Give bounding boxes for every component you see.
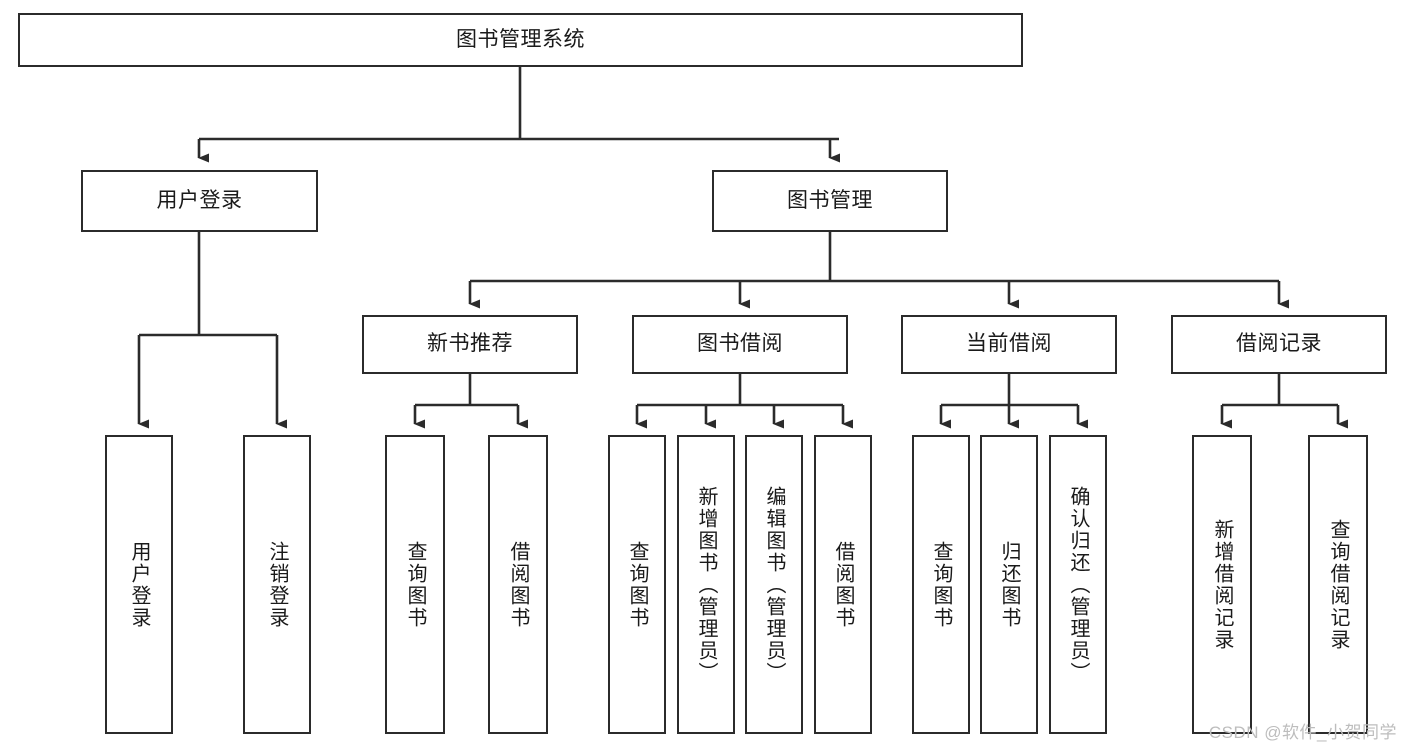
node-user-login[interactable]: 用户登录	[81, 170, 318, 232]
node-book-borrow[interactable]: 图书借阅	[632, 315, 848, 374]
node-label: 查询图书	[404, 540, 426, 629]
node-label: 查询图书	[626, 540, 648, 629]
leaf-user-login-logout[interactable]: 注销登录	[243, 435, 311, 734]
leaf-borrow-record-add[interactable]: 新增借阅记录	[1192, 435, 1252, 734]
node-label: 新增借阅记录	[1211, 518, 1233, 651]
node-book-management[interactable]: 图书管理	[712, 170, 948, 232]
leaf-current-borrow-query[interactable]: 查询图书	[912, 435, 970, 734]
leaf-user-login-login[interactable]: 用户登录	[105, 435, 173, 734]
leaf-new-book-query[interactable]: 查询图书	[385, 435, 445, 734]
leaf-book-borrow-query[interactable]: 查询图书	[608, 435, 666, 734]
node-borrow-record[interactable]: 借阅记录	[1171, 315, 1387, 374]
node-root-system[interactable]: 图书管理系统	[18, 13, 1023, 67]
node-label: 编辑图书（管理员）	[763, 485, 785, 684]
node-label: 当前借阅	[966, 332, 1052, 356]
leaf-book-borrow-edit[interactable]: 编辑图书（管理员）	[745, 435, 803, 734]
leaf-borrow-record-query[interactable]: 查询借阅记录	[1308, 435, 1368, 734]
node-label: 查询借阅记录	[1327, 518, 1349, 651]
node-label: 查询图书	[930, 540, 952, 629]
node-current-borrow[interactable]: 当前借阅	[901, 315, 1117, 374]
leaf-current-borrow-return[interactable]: 归还图书	[980, 435, 1038, 734]
leaf-book-borrow-add[interactable]: 新增图书（管理员）	[677, 435, 735, 734]
node-new-book-recommend[interactable]: 新书推荐	[362, 315, 578, 374]
node-label: 用户登录	[156, 188, 243, 212]
leaf-book-borrow-borrow[interactable]: 借阅图书	[814, 435, 872, 734]
node-label: 借阅图书	[832, 540, 854, 629]
leaf-new-book-borrow[interactable]: 借阅图书	[488, 435, 548, 734]
node-label: 借阅记录	[1236, 332, 1322, 356]
node-label: 图书管理系统	[456, 27, 585, 51]
node-label: 图书借阅	[697, 332, 783, 356]
node-label: 借阅图书	[507, 540, 529, 629]
node-label: 新书推荐	[427, 332, 513, 356]
node-label: 图书管理	[787, 188, 873, 212]
node-label: 确认归还（管理员）	[1067, 485, 1089, 684]
node-label: 新增图书（管理员）	[695, 485, 717, 684]
node-label: 归还图书	[998, 540, 1020, 629]
node-label: 注销登录	[266, 540, 288, 629]
node-label: 用户登录	[128, 540, 150, 629]
leaf-current-borrow-confirm[interactable]: 确认归还（管理员）	[1049, 435, 1107, 734]
